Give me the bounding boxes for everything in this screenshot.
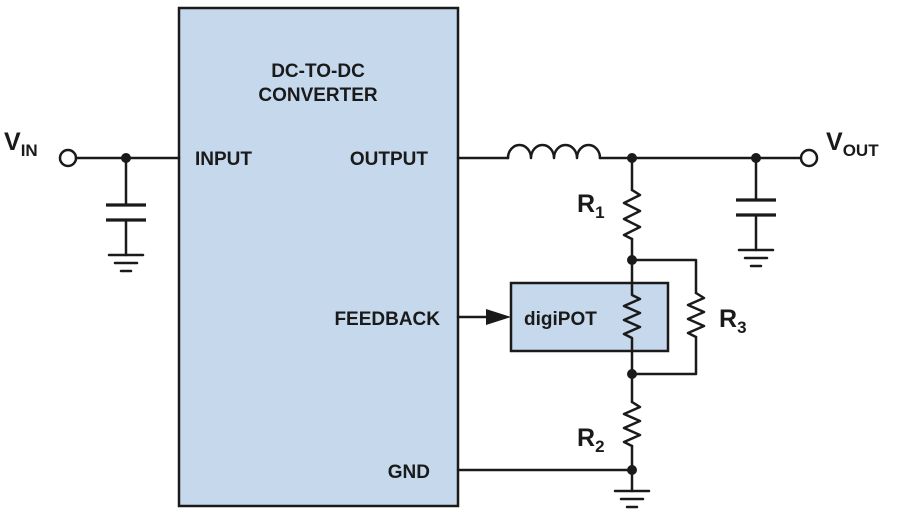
output-ground-symbol bbox=[737, 248, 775, 268]
digipot-label: digiPOT bbox=[524, 309, 597, 330]
ground-symbol bbox=[613, 489, 651, 509]
vout-terminal bbox=[799, 148, 819, 168]
divider-network: R1 R3 digiPOT R2 bbox=[456, 156, 747, 509]
input-pin-label: INPUT bbox=[195, 149, 252, 170]
input-ground-symbol bbox=[107, 253, 145, 273]
converter-box bbox=[177, 6, 460, 508]
gnd-pin-label: GND bbox=[388, 462, 430, 483]
digipot-resistor bbox=[622, 281, 642, 353]
r3-label: R3 bbox=[719, 305, 747, 337]
output-section: VOUT bbox=[456, 128, 879, 268]
feedback-pin-label: FEEDBACK bbox=[334, 309, 440, 330]
feedback-arrowhead bbox=[486, 309, 511, 325]
output-capacitor bbox=[736, 156, 776, 252]
r2-resistor bbox=[622, 400, 642, 448]
r3-resistor bbox=[686, 291, 706, 339]
output-pin-label: OUTPUT bbox=[350, 149, 429, 170]
r3-branch-wire-top bbox=[630, 258, 698, 295]
converter-title-line1: DC-TO-DC bbox=[271, 61, 365, 82]
inductor bbox=[506, 143, 602, 160]
vout-label: VOUT bbox=[826, 128, 879, 160]
vin-terminal bbox=[58, 148, 78, 168]
ground-junction-dot bbox=[627, 465, 637, 475]
vin-label: VIN bbox=[4, 128, 38, 160]
digipot-box bbox=[509, 281, 670, 353]
input-capacitor bbox=[106, 156, 146, 257]
r1-resistor bbox=[622, 188, 642, 241]
vin-section: VIN bbox=[4, 128, 181, 273]
r1-label: R1 bbox=[577, 190, 605, 222]
r3-branch-wire-bottom bbox=[630, 335, 698, 376]
r2-label: R2 bbox=[577, 424, 605, 456]
converter-block: DC-TO-DC CONVERTER INPUT OUTPUT FEEDBACK… bbox=[177, 6, 460, 508]
converter-title-line2: CONVERTER bbox=[258, 85, 378, 106]
